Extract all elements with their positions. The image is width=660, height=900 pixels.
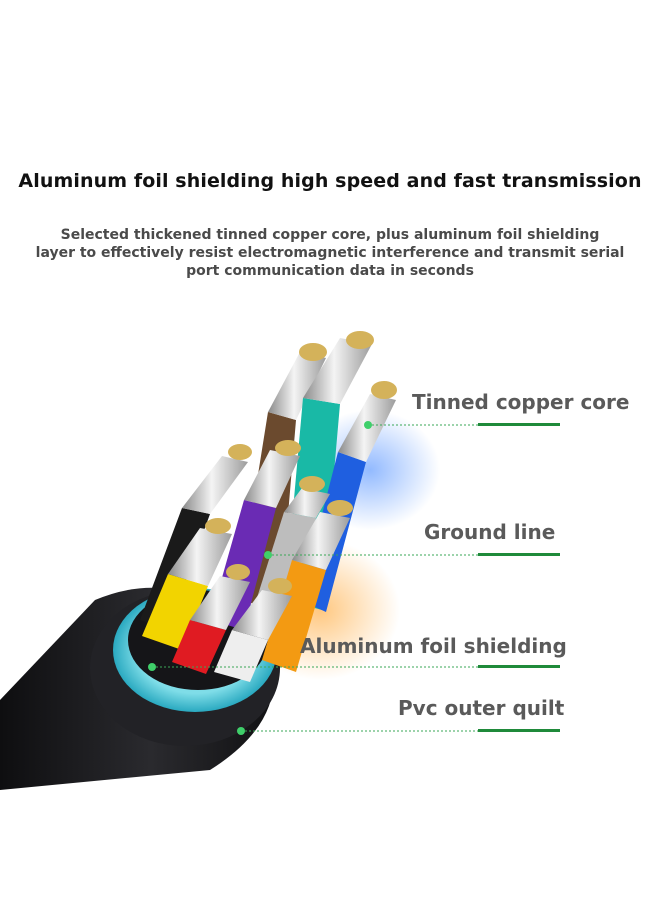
description-line-2: layer to effectively resist electromagne… xyxy=(35,245,625,261)
label-ground-line: Ground line xyxy=(424,520,556,544)
underline-ground-line xyxy=(478,553,560,556)
leader-copper-dot xyxy=(364,421,372,429)
wire-red xyxy=(172,564,250,674)
headline: Aluminum foil shielding high speed and f… xyxy=(18,170,642,192)
label-tinned-copper-core: Tinned copper core xyxy=(412,390,630,414)
label-pvc-outer-quilt: Pvc outer quilt xyxy=(398,696,565,720)
label-aluminum-foil-shielding: Aluminum foil shielding xyxy=(300,634,567,658)
wire-white xyxy=(214,578,292,682)
cable-illustration xyxy=(0,331,478,790)
leader-ground-dot xyxy=(264,551,272,559)
wire-yellow xyxy=(142,518,232,650)
leader-pvc-dot xyxy=(237,727,245,735)
underline-aluminum-foil-shielding xyxy=(478,665,560,668)
underline-tinned-copper-core xyxy=(478,423,560,426)
description-line-1: Selected thickened tinned copper core, p… xyxy=(60,227,600,243)
leader-foil-dot xyxy=(148,663,156,671)
wire-orange xyxy=(262,500,353,672)
underline-pvc-outer-quilt xyxy=(478,729,560,732)
description: Selected thickened tinned copper core, p… xyxy=(10,226,650,280)
description-line-3: port communication data in seconds xyxy=(186,263,474,279)
